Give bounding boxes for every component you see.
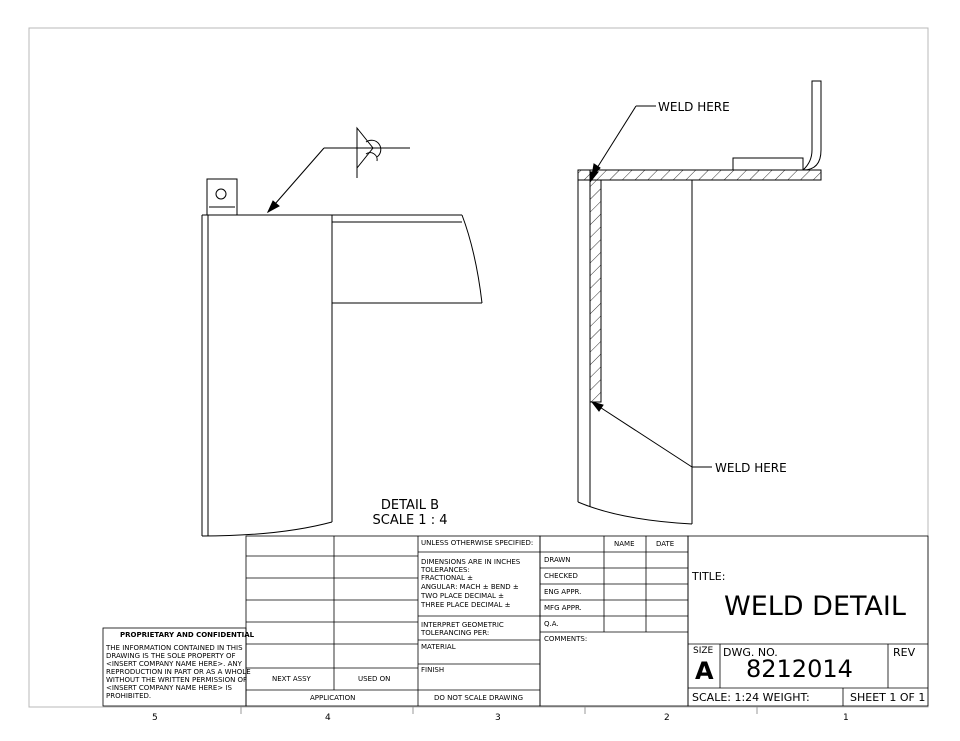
finish-label: FINISH (421, 666, 445, 674)
spec-line: DIMENSIONS ARE IN INCHES (421, 558, 521, 566)
next-assy-label: NEXT ASSY (272, 675, 311, 683)
zone-5: 5 (152, 713, 158, 723)
unless-specified: UNLESS OTHERWISE SPECIFIED: (421, 539, 534, 547)
proprietary-heading: PROPRIETARY AND CONFIDENTIAL (120, 631, 255, 639)
proprietary-line: <INSERT COMPANY NAME HERE> IS (106, 684, 232, 692)
weld-callout-bottom: WELD HERE (715, 461, 787, 475)
proprietary-line: PROHIBITED. (106, 692, 152, 700)
qa-label: Q.A. (544, 620, 559, 628)
section-view (577, 80, 822, 525)
spec-line: ANGULAR: MACH ± BEND ± (421, 583, 519, 591)
mfg-appr-label: MFG APPR. (544, 604, 582, 612)
rev-label: REV (893, 646, 916, 659)
spec-line: FRACTIONAL ± (421, 574, 474, 582)
comments-label: COMMENTS: (544, 635, 588, 643)
zone-2: 2 (664, 713, 670, 723)
detail-b-view (201, 126, 483, 537)
size-label: SIZE (693, 646, 714, 656)
date-header: DATE (656, 540, 675, 548)
interpret-line: INTERPRET GEOMETRIC (421, 621, 504, 629)
dwg-no: 8212014 (746, 655, 853, 683)
detail-label: DETAIL B (381, 498, 439, 513)
application-label: APPLICATION (310, 694, 356, 702)
sheet-number: SHEET 1 OF 1 (850, 691, 926, 704)
drawing-title: WELD DETAIL (724, 591, 906, 622)
weld-callout-top: WELD HERE (658, 100, 730, 114)
drawn-label: DRAWN (544, 556, 571, 564)
zone-4: 4 (325, 713, 331, 723)
zone-3: 3 (495, 713, 501, 723)
scale-label: SCALE 1 : 4 (373, 513, 448, 528)
size-value: A (695, 657, 714, 685)
do-not-scale-label: DO NOT SCALE DRAWING (434, 694, 524, 702)
scale-weight: SCALE: 1:24 WEIGHT: (692, 691, 810, 704)
spec-line: THREE PLACE DECIMAL ± (421, 601, 511, 609)
checked-label: CHECKED (544, 572, 578, 580)
proprietary-line: DRAWING IS THE SOLE PROPERTY OF (106, 652, 236, 660)
spec-line: TWO PLACE DECIMAL ± (421, 592, 504, 600)
proprietary-line: WITHOUT THE WRITTEN PERMISSION OF (106, 676, 248, 684)
name-header: NAME (614, 540, 635, 548)
sheet-border (28, 27, 929, 708)
proprietary-line: <INSERT COMPANY NAME HERE>. ANY (106, 660, 242, 668)
zone-1: 1 (843, 713, 849, 723)
material-label: MATERIAL (421, 643, 456, 651)
spec-line: TOLERANCES: (421, 566, 470, 574)
dwg-no-label: DWG. NO. (723, 646, 778, 659)
used-on-label: USED ON (358, 675, 391, 683)
eng-appr-label: ENG APPR. (544, 588, 582, 596)
title-block-grid (102, 535, 929, 707)
interpret-line: TOLERANCING PER: (421, 629, 490, 637)
proprietary-line: THE INFORMATION CONTAINED IN THIS (106, 644, 243, 652)
title-label: TITLE: (692, 570, 726, 583)
proprietary-line: REPRODUCTION IN PART OR AS A WHOLE (106, 668, 251, 676)
zone-ticks (240, 707, 758, 714)
